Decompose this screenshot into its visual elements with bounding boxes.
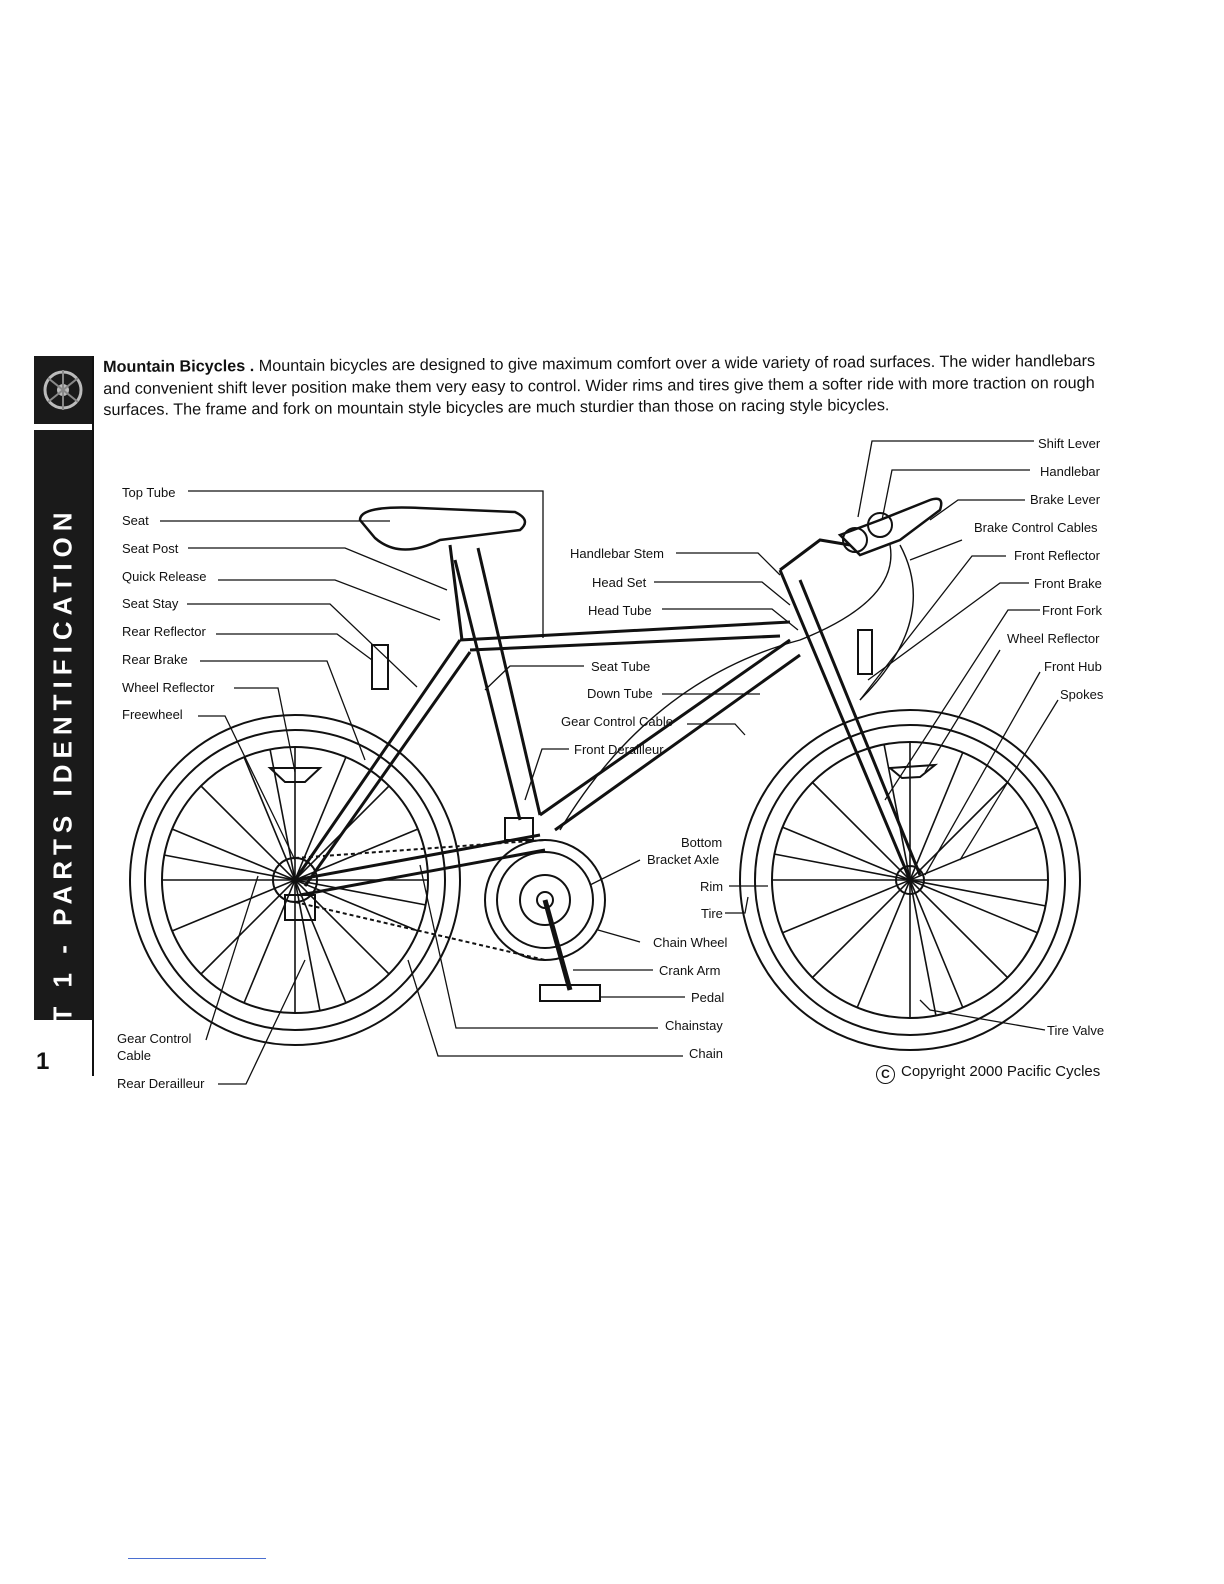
label-chainstay: Chainstay <box>665 1018 723 1033</box>
label-seat: Seat <box>122 513 149 528</box>
label-spokes: Spokes <box>1060 687 1104 702</box>
label-brake-lever: Brake Lever <box>1030 492 1101 507</box>
label-wheel-reflector-left: Wheel Reflector <box>122 680 215 695</box>
label-seat-stay: Seat Stay <box>122 596 179 611</box>
label-front-fork: Front Fork <box>1042 603 1102 618</box>
label-brake-control-cables: Brake Control Cables <box>974 520 1098 535</box>
label-tire: Tire <box>701 906 723 921</box>
label-gear-control-cable-left-2: Cable <box>117 1048 151 1063</box>
label-chain-wheel: Chain Wheel <box>653 935 728 950</box>
label-crank-arm: Crank Arm <box>659 963 720 978</box>
label-shift-lever: Shift Lever <box>1038 436 1101 451</box>
label-seat-post: Seat Post <box>122 541 179 556</box>
label-rear-derailleur: Rear Derailleur <box>117 1076 205 1091</box>
label-pedal: Pedal <box>691 990 724 1005</box>
label-front-hub: Front Hub <box>1044 659 1102 674</box>
label-front-brake: Front Brake <box>1034 576 1102 591</box>
label-rear-reflector: Rear Reflector <box>122 624 206 639</box>
label-chain: Chain <box>689 1046 723 1061</box>
label-freewheel: Freewheel <box>122 707 183 722</box>
label-head-tube: Head Tube <box>588 603 652 618</box>
footer-rule <box>128 1558 266 1559</box>
label-bottom-bracket-1: Bottom <box>681 835 722 850</box>
label-gear-control-cable: Gear Control Cable <box>561 714 673 729</box>
label-handlebar: Handlebar <box>1040 464 1101 479</box>
label-down-tube: Down Tube <box>587 686 653 701</box>
copyright-notice: C Copyright 2000 Pacific Cycles <box>876 1063 1100 1084</box>
label-front-reflector: Front Reflector <box>1014 548 1101 563</box>
copyright-text: Copyright 2000 Pacific Cycles <box>901 1063 1100 1080</box>
label-rim: Rim <box>700 879 723 894</box>
label-wheel-reflector-right: Wheel Reflector <box>1007 631 1100 646</box>
label-seat-tube: Seat Tube <box>591 659 650 674</box>
label-gear-control-cable-left-1: Gear Control <box>117 1031 192 1046</box>
label-head-set: Head Set <box>592 575 647 590</box>
copyright-symbol: C <box>876 1065 895 1084</box>
label-handlebar-stem: Handlebar Stem <box>570 546 664 561</box>
label-top-tube: Top Tube <box>122 485 176 500</box>
label-quick-release: Quick Release <box>122 569 207 584</box>
label-bottom-bracket-2: Bracket Axle <box>647 852 719 867</box>
label-rear-brake: Rear Brake <box>122 652 188 667</box>
label-tire-valve: Tire Valve <box>1047 1023 1104 1038</box>
label-front-derailleur: Front Derailleur <box>574 742 664 757</box>
